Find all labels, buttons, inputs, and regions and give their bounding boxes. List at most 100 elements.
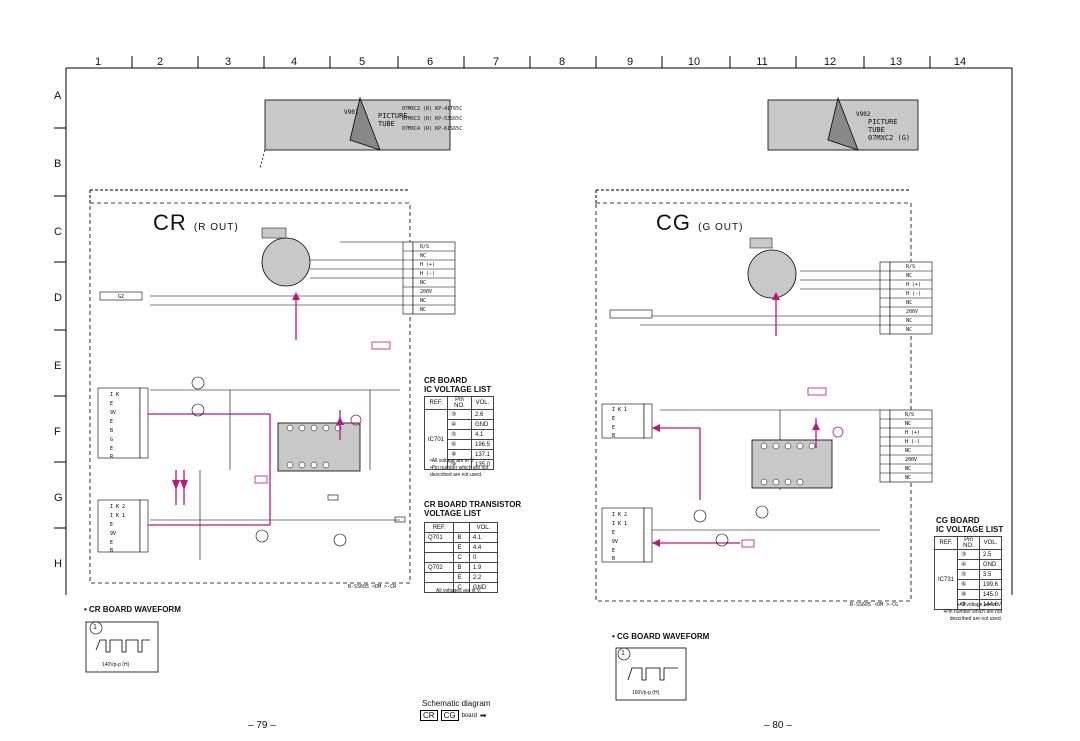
header-pin: Pin NO. — [447, 396, 472, 410]
note-3: described are not used. — [949, 616, 1002, 622]
board-link-cr[interactable]: CR — [420, 710, 438, 721]
pin-cell: ④ — [447, 419, 472, 430]
page-number-right: – 80 – — [764, 720, 792, 731]
col-5: 5 — [358, 56, 366, 68]
cr-tr-title-1: CR BOARD TRANSISTOR — [424, 500, 522, 509]
svg-text:9V: 9V — [110, 410, 116, 416]
col-1: 1 — [94, 56, 102, 68]
col-9: 9 — [626, 56, 634, 68]
cg-tube-line1: PICTURE — [868, 118, 898, 126]
cr-conn-8: NC — [420, 307, 427, 313]
col-12: 12 — [823, 56, 837, 68]
cr-model-3: 07MXC4 (R) KP-61S65C — [402, 126, 463, 132]
cr-conn-3: H (+) — [420, 262, 436, 268]
svg-text:NC: NC — [905, 448, 911, 454]
cr-model-2: 07MXC3 (R) KP-53S65C — [402, 116, 463, 122]
col-10: 10 — [687, 56, 701, 68]
cr-ic-title-1: CR BOARD — [424, 376, 468, 385]
cr-tube-label: PICTURE TUBE — [378, 112, 408, 128]
cr-waveform-label: 140Vp-p (H) — [102, 662, 130, 668]
col-14: 14 — [953, 56, 967, 68]
vol-cell: 145.0 — [978, 589, 1003, 600]
header-ref: REF. — [423, 522, 455, 533]
vol-cell: 1.9 — [468, 562, 499, 573]
ref-cell — [423, 552, 455, 563]
cg-tube-line2: TUBE — [868, 126, 885, 134]
pin-cell: B — [453, 562, 470, 573]
vol-cell: 2.5 — [978, 549, 1003, 560]
svg-text:E: E — [110, 401, 113, 407]
cr-title: CR (R OUT) — [153, 210, 239, 236]
pin-cell: E — [453, 542, 470, 553]
col-6: 6 — [426, 56, 434, 68]
cg-conn-7: NC — [906, 318, 913, 324]
cr-conn-4: H (-) — [420, 271, 436, 277]
svg-text:E: E — [612, 416, 615, 422]
col-2: 2 — [156, 56, 164, 68]
cr-model-1: 07MXC2 (R) KP-41T65C — [402, 106, 463, 112]
note-2: •Pin number which are not — [430, 465, 489, 471]
cr-waveform-num: 1 — [93, 624, 97, 631]
svg-text:9V: 9V — [110, 531, 116, 537]
svg-text:I K 2: I K 2 — [110, 504, 125, 510]
cg-title-sub: (G OUT) — [698, 222, 744, 233]
ref-cell: IC701 — [423, 409, 449, 470]
svg-text:I K 1: I K 1 — [612, 407, 627, 413]
vol-cell: 3.5 — [978, 569, 1003, 580]
cg-conn-2: NC — [906, 273, 913, 279]
svg-text:E: E — [612, 530, 615, 536]
cg-conn-1: R/S — [906, 264, 916, 270]
col-8: 8 — [558, 56, 566, 68]
row-F: F — [54, 426, 61, 438]
row-H: H — [54, 558, 62, 570]
pin-cell: ③ — [957, 549, 980, 560]
svg-text:I K 1: I K 1 — [612, 521, 627, 527]
ref-cell: Q701 — [423, 532, 455, 543]
cr-tr-note: All voltages are in V. — [436, 588, 482, 594]
col-13: 13 — [889, 56, 903, 68]
svg-text:E: E — [612, 548, 615, 554]
col-7: 7 — [492, 56, 500, 68]
row-E: E — [54, 360, 62, 372]
note-1: •All voltage are in V. — [957, 602, 1002, 608]
pin-cell: B — [453, 532, 470, 543]
header-ref: REF. — [423, 396, 449, 410]
cg-waveform-title: • CG BOARD WAVEFORM — [612, 632, 710, 641]
note-3: described are not used. — [430, 472, 483, 478]
cg-conn-3: H (+) — [906, 282, 922, 288]
cr-tube-line1: PICTURE — [378, 112, 408, 120]
board-link[interactable]: CR CG board ➡ — [420, 710, 487, 721]
ref-cell — [423, 542, 455, 553]
svg-text:B: B — [110, 428, 113, 434]
svg-text:H (+): H (+) — [905, 430, 920, 436]
pin-cell: C — [453, 582, 470, 593]
svg-text:200V: 200V — [905, 457, 917, 463]
header-vol: VOL. — [468, 522, 499, 533]
svg-text:NC: NC — [905, 466, 911, 472]
svg-text:B: B — [612, 433, 615, 439]
vol-cell: 144.6 — [978, 599, 1003, 610]
board-link-cg[interactable]: CG — [440, 710, 459, 721]
col-4: 4 — [290, 56, 298, 68]
board-link-text: board — [461, 712, 477, 719]
header-pin — [453, 522, 470, 533]
ref-cell: Q702 — [423, 562, 455, 573]
cg-tube-label: PICTURE TUBE 07MXC2 (G) — [868, 118, 910, 142]
cr-conn-5: NC — [420, 280, 427, 286]
svg-text:R: R — [110, 454, 114, 460]
cg-ic-notes: •All voltage are in V. •Pin number which… — [934, 602, 1002, 623]
vol-cell: 4.1 — [468, 532, 499, 543]
header-vol: VOL. — [470, 396, 495, 410]
cg-waveform-num: 1 — [621, 650, 625, 657]
cg-footer-code: B-SS605 <DM >-CG — [850, 602, 899, 608]
cr-conn-6: 200V — [420, 289, 433, 295]
cg-ic-title-1: CG BOARD — [936, 516, 980, 525]
cg-conn-4: H (-) — [906, 291, 922, 297]
row-B: B — [54, 158, 62, 170]
note-1: •All voltage are in V. — [430, 458, 475, 464]
vol-cell: 0 — [468, 552, 499, 563]
cg-model-1: 07MXC2 (G) — [868, 134, 911, 142]
cg-title: CG (G OUT) — [656, 210, 743, 236]
cr-footer-code: B-SS605 <DM >-CR — [348, 584, 397, 590]
